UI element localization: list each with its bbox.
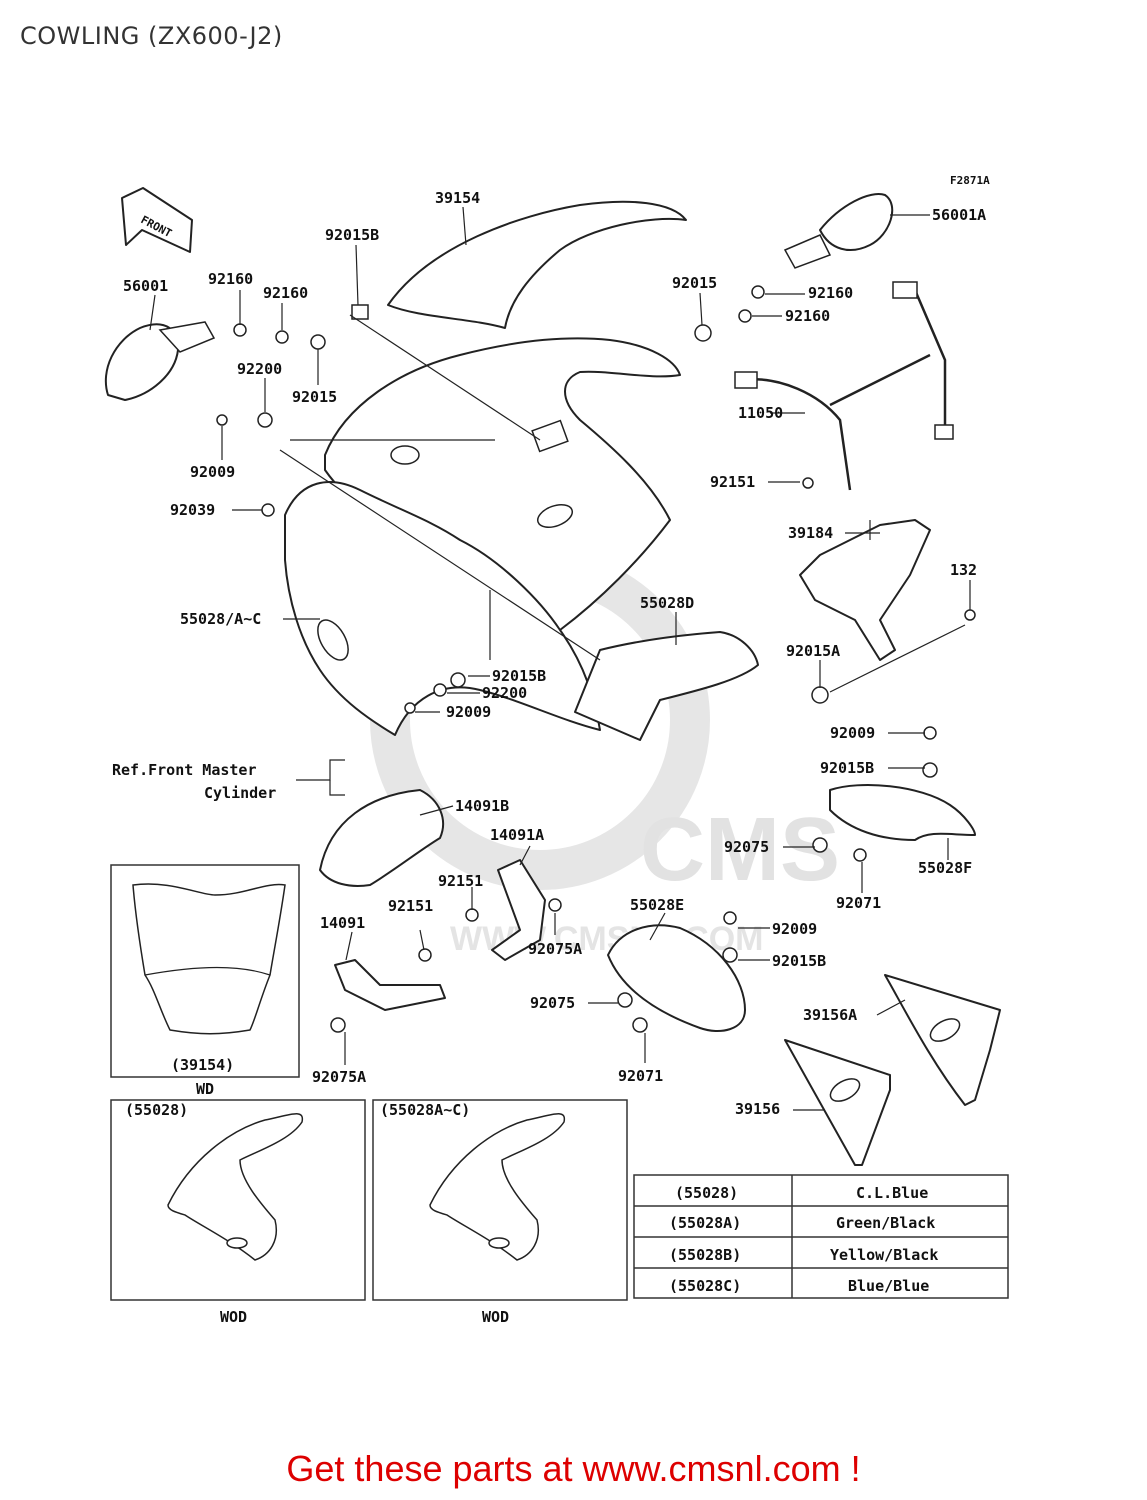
callout-132: 132 [950, 561, 977, 579]
page-title: COWLING (ZX600-J2) [20, 22, 283, 50]
inset-windscreen-part: (39154) [171, 1056, 234, 1074]
callout-55028D: 55028D [640, 594, 694, 612]
callout-92160-a: 92160 [208, 270, 253, 288]
cowl-bracket [531, 419, 569, 453]
inset-55028-vent [226, 1237, 248, 1249]
callout-92071-right: 92071 [836, 894, 881, 912]
callout-92160-r1: 92160 [808, 284, 853, 302]
callout-14091A: 14091A [490, 826, 544, 844]
side-vent [317, 619, 349, 661]
callout-92009-left: 92009 [190, 463, 235, 481]
callout-92009-mid: 92009 [446, 703, 491, 721]
inset-55028a-c-vent [488, 1237, 510, 1249]
mirror-right [783, 193, 894, 269]
callout-92015A: 92015A [786, 642, 840, 660]
fasteners [216, 285, 976, 1033]
lower-panel-f [829, 784, 976, 841]
callout-39184: 39184 [788, 524, 833, 542]
stay-bracket [892, 281, 918, 299]
callout-39154: 39154 [435, 189, 480, 207]
callout-92015B-right: 92015B [820, 759, 874, 777]
stay-clip [734, 371, 758, 389]
parts-diagram: CMS WWW.CMSNL.COM F2871A FRONT [104, 174, 1009, 1326]
table-row-1-part: (55028) [675, 1184, 738, 1202]
callout-14091B: 14091B [455, 797, 509, 815]
fender-rear [334, 959, 446, 1011]
callout-92009-e: 92009 [772, 920, 817, 938]
table-row-4-color: Blue/Blue [848, 1277, 929, 1295]
callout-92075A-bottom: 92075A [312, 1068, 366, 1086]
lower-panel-e [607, 924, 746, 1032]
callout-92075A-mid: 92075A [528, 940, 582, 958]
stay-clip-2 [934, 424, 954, 440]
callout-92151-right: 92151 [710, 473, 755, 491]
front-arrow: FRONT [121, 187, 193, 253]
table-row-4-part: (55028C) [669, 1277, 741, 1295]
callout-92160-b: 92160 [263, 284, 308, 302]
inset-55028a-c-part: (55028A~C) [380, 1101, 470, 1119]
callout-92200-mid: 92200 [482, 684, 527, 702]
callout-39156: 39156 [735, 1100, 780, 1118]
inner-panel-d [574, 631, 759, 741]
callout-92075-e: 92075 [530, 994, 575, 1012]
side-plate [784, 1039, 891, 1166]
callout-11050: 11050 [738, 404, 783, 422]
inset-windscreen: (39154) WD [110, 864, 300, 1098]
color-table: (55028) C.L.Blue (55028A) Green/Black (5… [633, 1174, 1009, 1299]
callout-92200-left: 92200 [237, 360, 282, 378]
inset-55028-part: (55028) [125, 1101, 188, 1119]
callout-92015B-top: 92015B [325, 226, 379, 244]
ref-note-line1: Ref.Front Master [112, 761, 257, 779]
inset-55028a-c-caption: WOD [482, 1308, 509, 1326]
inset-55028a-c: (55028A~C) WOD [372, 1099, 628, 1326]
callout-92071-e: 92071 [618, 1067, 663, 1085]
callout-92015-right: 92015 [672, 274, 717, 292]
callout-92039: 92039 [170, 501, 215, 519]
mirror-left [104, 321, 216, 401]
front-fender [319, 789, 445, 887]
callout-labels: 39154 56001A 56001 92160 92160 92015B 92… [112, 189, 986, 1118]
callout-92151-m1: 92151 [438, 872, 483, 890]
callout-55028F: 55028F [918, 859, 972, 877]
table-row-1-color: C.L.Blue [856, 1184, 928, 1202]
callout-92009-right: 92009 [830, 724, 875, 742]
cowl-stay [734, 281, 954, 491]
upper-vent [536, 504, 574, 528]
callout-92160-r2: 92160 [785, 307, 830, 325]
windscreen [387, 200, 687, 329]
callout-56001A: 56001A [932, 206, 986, 224]
callout-92015B-e: 92015B [772, 952, 826, 970]
table-row-3-color: Yellow/Black [830, 1246, 938, 1264]
callout-14091: 14091 [320, 914, 365, 932]
plate-hole [829, 1078, 861, 1102]
callout-92075-right: 92075 [724, 838, 769, 856]
inset-windscreen-caption: WD [196, 1080, 214, 1098]
fender-bracket-a [491, 859, 546, 961]
figure-code: F2871A [950, 174, 990, 187]
inset-55028-caption: WOD [220, 1308, 247, 1326]
ref-note-line2: Cylinder [204, 784, 276, 802]
table-row-3-part: (55028B) [669, 1246, 741, 1264]
cta-link[interactable]: Get these parts at www.cmsnl.com ! [286, 1448, 861, 1489]
side-cowl [284, 481, 601, 736]
mirror-mount-hole [390, 445, 420, 465]
callout-56001: 56001 [123, 277, 168, 295]
callout-39156A: 39156A [803, 1006, 857, 1024]
inset-55028: (55028) WOD [110, 1099, 366, 1326]
leader-lines [149, 206, 971, 1111]
callout-55028E: 55028E [630, 896, 684, 914]
callout-92015B-mid: 92015B [492, 667, 546, 685]
plate-a-hole [929, 1018, 961, 1042]
table-row-2-part: (55028A) [669, 1214, 741, 1232]
callout-92151-m2: 92151 [388, 897, 433, 915]
table-row-2-color: Green/Black [836, 1214, 935, 1232]
watermark-logo: CMS [640, 800, 840, 900]
callout-92015-left: 92015 [292, 388, 337, 406]
callout-55028-a-c: 55028/A~C [180, 610, 261, 628]
